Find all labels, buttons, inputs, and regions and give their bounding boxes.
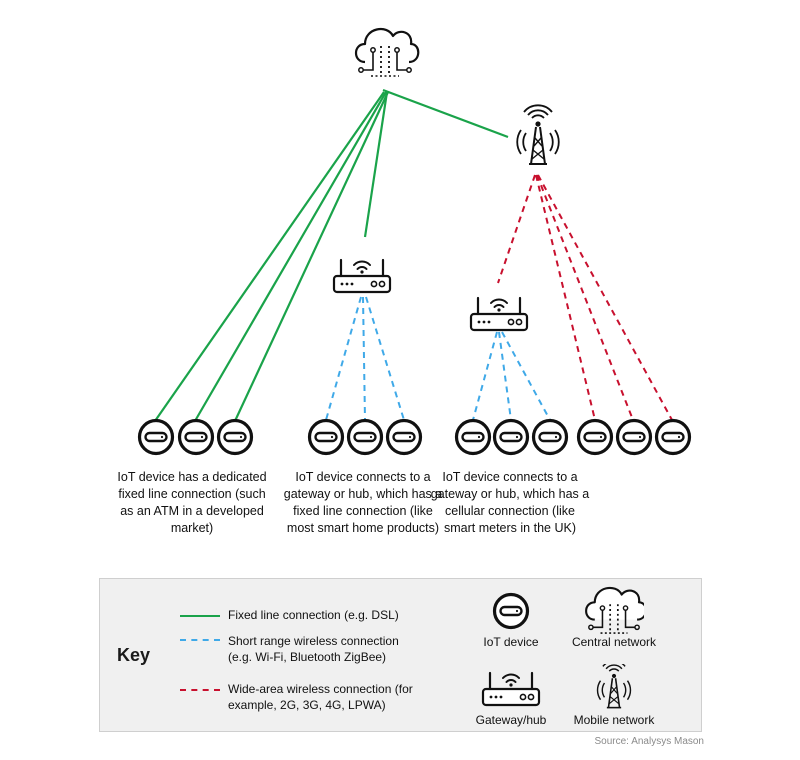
source-note: Source: Analysys Mason <box>594 736 705 747</box>
key-fixed-line: Fixed line connection (e.g. DSL) <box>228 608 399 622</box>
caption-gateway-cellular: IoT device connects to a gateway or hub,… <box>430 470 590 535</box>
gateway-fixed-icon <box>332 258 392 294</box>
key-gateway-hub-label: Gateway/hub <box>475 713 547 727</box>
fixed-link-cloud-device-2 <box>194 91 387 422</box>
iot-device-icon <box>576 418 614 456</box>
wide-link-tower-device-3 <box>537 174 673 421</box>
central-network-icon <box>354 27 420 78</box>
caption-gateway-fixed: IoT device connects to a gateway or hub,… <box>283 470 443 535</box>
iot-device-icon <box>492 592 530 630</box>
wide-link-tower-gateway <box>497 174 536 284</box>
key-mobile-network-label: Mobile network <box>573 713 655 727</box>
short-link-gw2-device-2 <box>498 331 512 421</box>
key-title: Key <box>117 645 151 665</box>
key-central-network-label: Central network <box>571 635 657 649</box>
iot-devices <box>137 418 692 456</box>
iot-device-icon <box>307 418 345 456</box>
iot-device-icon <box>137 418 175 456</box>
fixed-link-cloud-tower <box>382 88 509 139</box>
iot-device-icon <box>385 418 423 456</box>
short-link-gw2-device-1 <box>472 331 498 421</box>
router-icon <box>481 671 541 707</box>
fixed-link-cloud-device-1 <box>154 91 385 422</box>
iot-device-icon <box>531 418 569 456</box>
iot-device-icon <box>454 418 492 456</box>
fixed-line-connections <box>154 88 509 422</box>
short-link-gw1-device-1 <box>325 296 362 421</box>
wide-area-swatch <box>180 689 220 691</box>
iot-device-icon <box>216 418 254 456</box>
caption-fixed-line: IoT device has a dedicated fixed line co… <box>117 470 267 535</box>
short-link-gw1-device-3 <box>365 296 405 421</box>
key-wide-area-line-2: example, 2G, 3G, 4G, LPWA) <box>228 698 386 712</box>
cell-tower-icon <box>596 664 632 709</box>
key-short-range-line-1: Short range wireless connection <box>228 634 399 648</box>
short-range-swatch <box>180 639 220 641</box>
wide-link-tower-device-2 <box>536 174 634 421</box>
iot-device-icon <box>615 418 653 456</box>
iot-device-icon <box>654 418 692 456</box>
short-link-gw1-device-2 <box>362 296 366 421</box>
fixed-link-cloud-gateway <box>363 91 389 238</box>
key-wide-area-line-1: Wide-area wireless connection (for <box>228 682 413 696</box>
fixed-link-cloud-device-3 <box>234 91 389 422</box>
cell-tower-icon <box>516 104 560 165</box>
wide-area-connections <box>497 174 673 421</box>
iot-device-icon <box>492 418 530 456</box>
short-range-connections <box>325 296 551 421</box>
cloud-network-icon <box>585 586 644 635</box>
wide-link-tower-device-1 <box>535 174 596 421</box>
iot-device-icon <box>177 418 215 456</box>
legend-key: Key Fixed line connection (e.g. DSL) Sho… <box>99 578 702 732</box>
key-short-range-line-2: (e.g. Wi-Fi, Bluetooth ZigBee) <box>228 650 387 664</box>
key-iot-device-label: IoT device <box>483 635 539 649</box>
fixed-line-swatch <box>180 615 220 617</box>
short-link-gw2-device-3 <box>501 331 551 421</box>
iot-device-icon <box>346 418 384 456</box>
gateway-cellular-icon <box>469 296 529 332</box>
